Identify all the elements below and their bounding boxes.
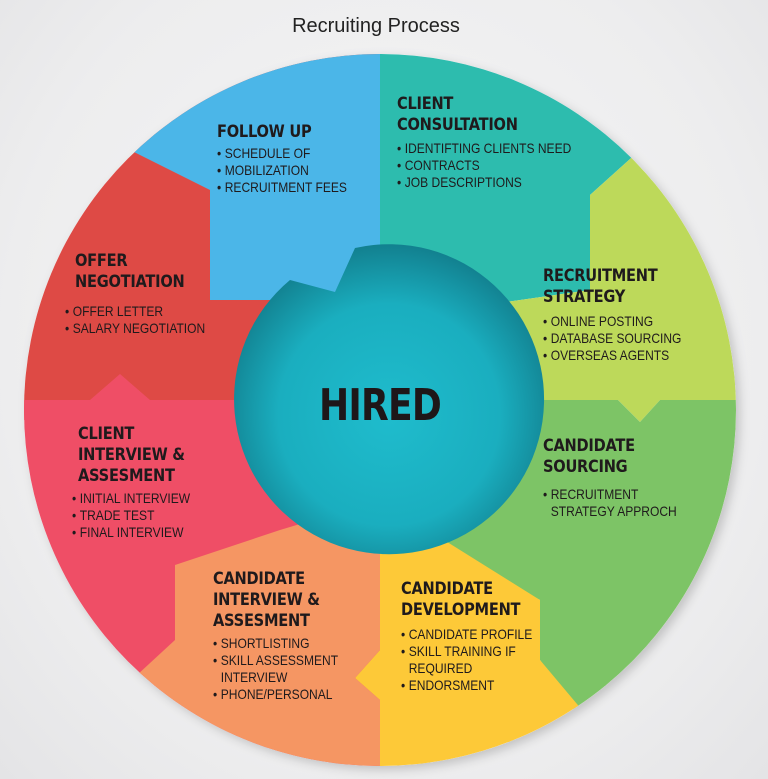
bullet-item: OFFER LETTER (65, 303, 205, 320)
bullet-item: TRADE TEST (72, 507, 190, 524)
bullet-item: RECRUITMENT FEES (217, 179, 347, 196)
bullet-item: MOBILIZATION (217, 162, 347, 179)
bullet-item: ENDORSMENT (401, 677, 532, 694)
bullet-item: ONLINE POSTING (543, 313, 681, 330)
diagram-title: Recruiting Process (292, 15, 460, 37)
bullet-item: PHONE/PERSONAL (213, 686, 338, 703)
bullet-item: SALARY NEGOTIATION (65, 320, 205, 337)
bullet-item: CONTRACTS (397, 157, 571, 174)
bullet-item: SCHEDULE OF (217, 145, 347, 162)
center-label-hired: HIRED (319, 380, 442, 431)
segment-heading: FOLLOW UP (217, 122, 312, 142)
bullet-item: FINAL INTERVIEW (72, 524, 190, 541)
bullet-item: IDENTIFTING CLIENTS NEED (397, 140, 571, 157)
bullet-item: SHORTLISTING (213, 635, 338, 652)
bullet-item: JOB DESCRIPTIONS (397, 174, 571, 191)
bullet-item: OVERSEAS AGENTS (543, 347, 681, 364)
hub-hired (234, 244, 545, 555)
bullet-item: DATABASE SOURCING (543, 330, 681, 347)
bullet-item: CANDIDATE PROFILE (401, 626, 532, 643)
bullet-item: INITIAL INTERVIEW (72, 490, 190, 507)
segment-label-follow-up: FOLLOW UP SCHEDULE OF MOBILIZATION RECRU… (217, 122, 368, 196)
